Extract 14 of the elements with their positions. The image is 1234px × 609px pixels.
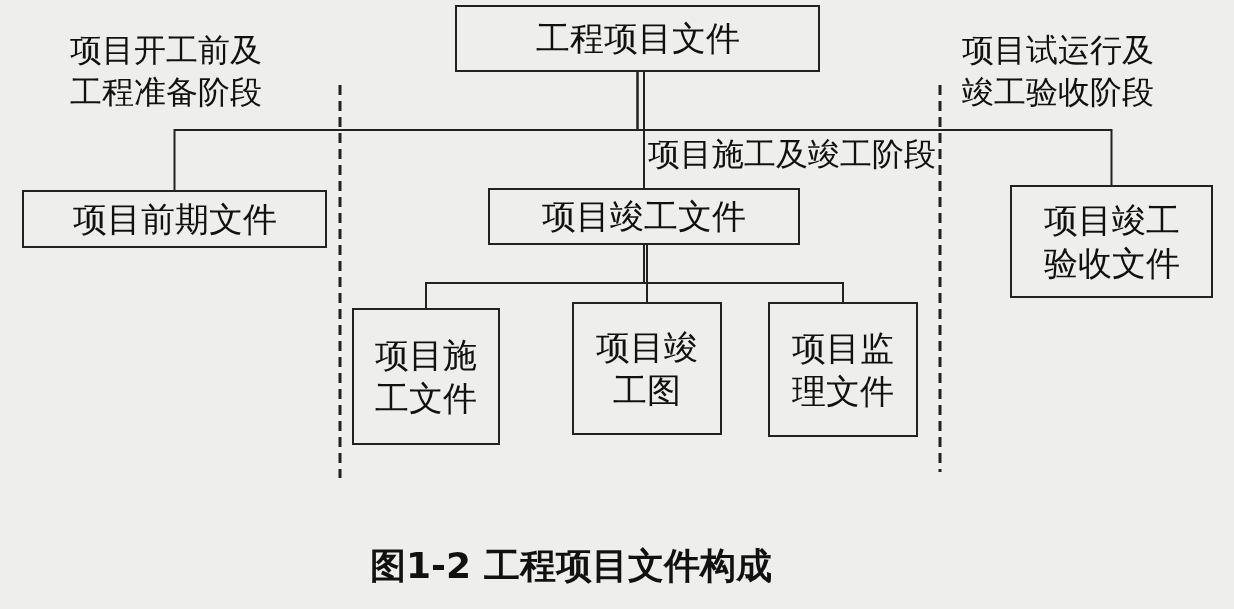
document-box: 项目施工文件 [352,308,500,445]
stage-label: 项目施工及竣工阶段 [648,134,936,175]
document-box: 项目竣工验收文件 [1010,185,1213,298]
figure-caption: 图1-2 工程项目文件构成 [370,544,772,588]
connector-line [643,71,645,189]
connector-line [636,71,1113,186]
document-box: 项目前期文件 [22,190,327,248]
stage-label: 项目开工前及工程准备阶段 [70,30,263,113]
stage-label: 项目试运行及竣工验收阶段 [962,30,1155,113]
document-box: 工程项目文件 [455,5,820,72]
connector-line [646,244,648,303]
document-box: 项目竣工文件 [488,188,800,245]
document-box: 项目竣工图 [572,302,722,435]
document-box: 项目监理文件 [768,302,918,437]
